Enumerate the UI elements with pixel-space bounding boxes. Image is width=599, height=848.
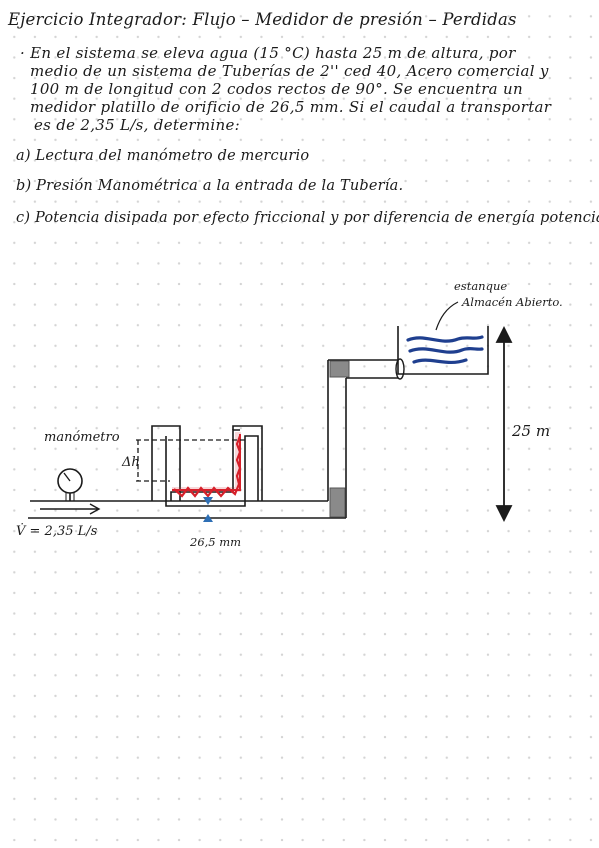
horizontal-pipe — [28, 500, 346, 519]
storage-tank — [397, 326, 489, 375]
question-c: c) Potencia disipada por efecto friccion… — [16, 210, 599, 226]
page-title: Ejercicio Integrador: Flujo – Medidor de… — [8, 10, 517, 29]
gauge-label: manómetro — [44, 430, 120, 445]
pressure-gauge-icon — [57, 468, 83, 501]
statement-line: · En el sistema se eleva agua (15 °C) ha… — [20, 44, 516, 62]
elevation-arrow — [495, 325, 513, 523]
flow-rate-label: V̇ = 2,35 L/s — [16, 523, 98, 539]
vertical-riser-pipe — [327, 359, 400, 518]
statement-line: es de 2,35 L/s, determine: — [34, 116, 240, 134]
question-a: a) Lectura del manómetro de mercurio — [16, 148, 310, 164]
mercury-column — [172, 432, 242, 498]
statement-line: medio de un sistema de Tuberías de 2'' c… — [30, 62, 549, 80]
elbow-fittings — [329, 360, 350, 518]
statement-line: 100 m de longitud con 2 codos rectos de … — [30, 80, 523, 98]
delta-h-label: Δh — [121, 455, 140, 470]
tank-water — [406, 335, 484, 365]
question-b: b) Presión Manométrica a la entrada de l… — [16, 178, 404, 194]
statement-line: medidor platillo de orificio de 26,5 mm.… — [30, 98, 552, 116]
orifice-label: 26,5 mm — [189, 535, 241, 549]
tank-label-line2: Almacén Abierto. — [461, 295, 563, 309]
tank-label-line1: estanque — [454, 279, 507, 293]
delta-h-reference-lines — [136, 439, 245, 482]
tank-label-pointer — [435, 301, 459, 331]
elevation-label: 25 m — [511, 422, 550, 440]
piping-diagram: manómetro Δh 26,5 mm V̇ = 2,35 L/s — [16, 279, 563, 549]
flow-arrow — [40, 503, 101, 515]
orifice-plate-icon — [203, 497, 213, 522]
